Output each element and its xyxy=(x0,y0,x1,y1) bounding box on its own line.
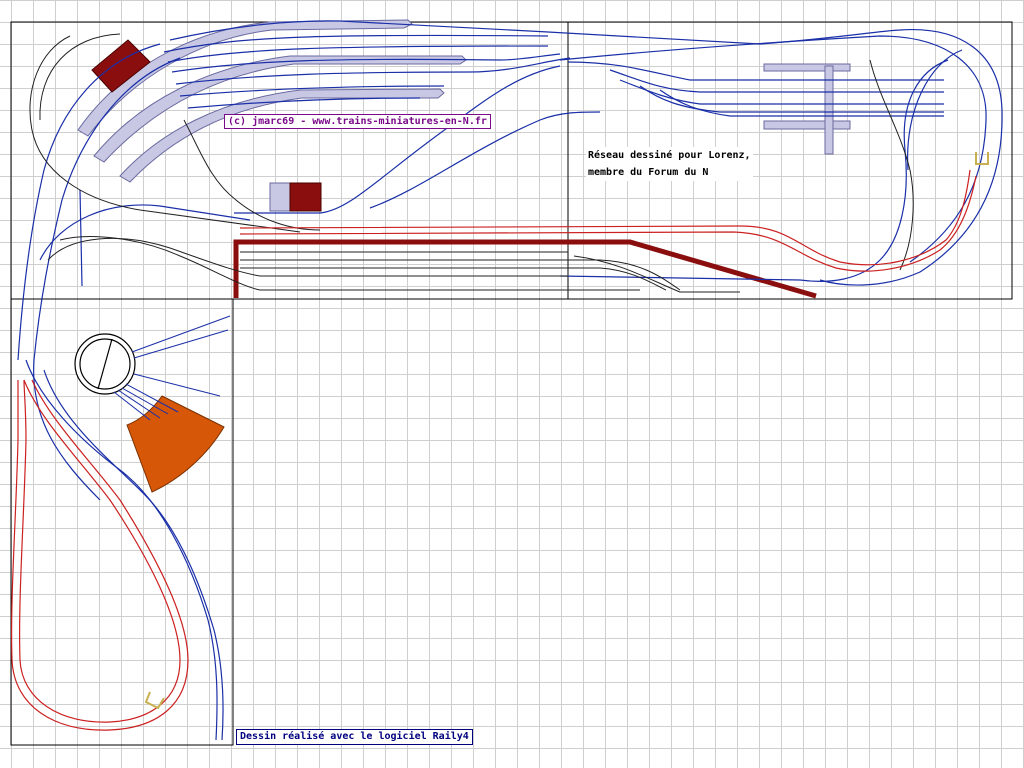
platform-3 xyxy=(119,88,445,183)
tracks-secondary xyxy=(29,33,914,293)
buffer-stop-bottom xyxy=(144,691,165,710)
platform-small-shed xyxy=(269,182,291,212)
tracks-red xyxy=(10,169,977,731)
roundhouse xyxy=(126,395,225,493)
buffer-stop-right xyxy=(975,152,989,165)
board-outline xyxy=(10,21,1013,746)
goods-shed xyxy=(289,182,322,212)
note-line-2: membre du Forum du N xyxy=(588,167,709,178)
platform-yard-vertical xyxy=(824,65,834,155)
note-line-1: Réseau dessiné pour Lorenz, xyxy=(588,150,751,161)
tracks-main xyxy=(17,20,1003,741)
platforms xyxy=(77,19,851,212)
platform-yard-top xyxy=(763,63,851,72)
copyright-label: (c) jmarc69 - www.trains-miniatures-en-N… xyxy=(224,114,491,129)
buffer-stops xyxy=(144,152,989,710)
turntable xyxy=(74,333,136,395)
turntable-spurs xyxy=(113,315,231,421)
software-credit-label: Dessin réalisé avec le logiciel Raily4 xyxy=(236,729,473,745)
layout-note: Réseau dessiné pour Lorenz, membre du Fo… xyxy=(586,147,753,181)
station-building xyxy=(91,39,151,93)
platform-yard-bottom xyxy=(763,120,851,130)
